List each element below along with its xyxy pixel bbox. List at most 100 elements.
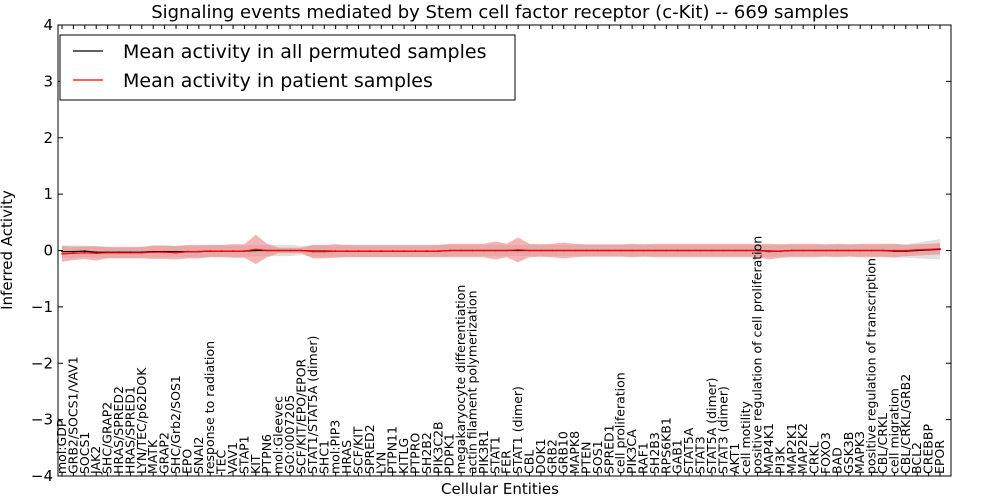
point-series-2 [369,250,371,252]
x-tick-label: positive regulation of cell proliferatio… [750,236,765,474]
point-series-2 [676,249,679,252]
x-tick-label: LYN/TEC/p62DOK [134,367,149,474]
point-series-1 [84,250,86,252]
x-tick-label: PTEN [579,442,594,474]
x-tick-label: SH2B3 [647,432,662,474]
x-tick-label: DOK1 [533,438,548,474]
point-series-2 [129,252,132,254]
x-tick-label: cell motility [738,400,753,474]
point-series-2 [403,250,405,252]
x-tick-label: PTPN11 [385,426,400,474]
x-tick-label: LYN [373,452,388,474]
point-series-2 [585,249,588,252]
legend-label-patient: Mean activity in patient samples [123,70,433,92]
x-tick-label: FER [499,450,514,474]
x-tick-label: VAV1 [225,442,240,474]
x-tick-label: CBL [522,450,537,474]
x-tick-label: FOXO3 [818,432,833,474]
point-series-2 [334,250,337,252]
point-series-2 [357,250,360,252]
y-tick-label: −2 [31,354,53,372]
legend-label-permuted: Mean activity in all permuted samples [123,41,486,63]
band-series-2 [62,234,940,264]
point-series-2 [528,249,531,252]
point-series-2 [505,249,508,252]
point-series-2 [186,250,189,253]
x-tick-label: megakaryocyte differentiation [453,285,468,474]
point-series-2 [300,249,303,252]
point-series-2 [711,249,713,252]
point-series-2 [768,250,770,253]
line-series-2 [61,248,941,255]
x-tick-label: mol:PIP3 [328,420,343,474]
point-series-2 [802,249,804,252]
point-series-2 [152,251,154,253]
x-tick-label: SCF/KIT [350,426,365,474]
x-axis: mol:GDPGRB2/SOCS1/VAV1SOCS1JAK2SHC/GRAP2… [54,25,947,476]
point-series-2 [745,249,747,252]
point-series-2 [540,249,542,252]
point-series-2 [665,249,668,252]
x-tick-label: actin filament polymerization [464,290,479,474]
x-tick-label: TEC [214,449,229,475]
point-series-2 [654,249,656,252]
point-series-2 [608,249,611,252]
x-tick-label: JAK2 [88,446,103,475]
point-series-2 [483,249,485,252]
point-series-2 [380,250,383,252]
y-tick-label: 1 [43,185,53,203]
x-tick-label: GRB2/SOCS1/VAV1 [65,356,80,474]
point-series-1 [175,250,177,253]
x-tick-label: STAT1 [487,436,502,474]
point-series-2 [266,249,269,252]
x-tick-label: MAPK3 [852,431,867,474]
x-tick-label: KITLG [396,438,411,474]
point-series-2 [232,250,234,252]
point-series-2 [574,249,576,252]
x-tick-label: STAT5A [681,427,696,474]
x-tick-label: RPS6KB1 [658,417,673,474]
confidence-bands [62,234,940,264]
x-tick-label: PTPRO [407,433,422,474]
point-series-2 [734,249,736,252]
point-series-2 [106,252,109,254]
x-tick-label: SHC/Grb2/SOS1 [168,375,183,474]
point-series-2 [312,250,314,253]
x-axis-label: Cellular Entities [441,480,559,498]
x-tick-label: GRAP2 [157,432,172,474]
point-series-2 [562,249,565,252]
x-tick-label: MAP2K1 [784,423,799,474]
point-series-2 [448,249,451,252]
point-series-2 [756,249,759,252]
point-series-2 [118,252,120,254]
point-series-2 [905,249,907,252]
x-tick-label: CREBBP [921,424,936,474]
point-series-2 [813,249,816,252]
x-tick-label: SOS1 [590,440,605,474]
x-tick-label: cell proliferation [613,372,628,474]
point-series-2 [939,248,941,250]
x-tick-label: CRKL [807,441,822,474]
x-tick-label: MATK [145,439,160,474]
x-tick-label: STAT1 (dimer) [510,386,525,474]
x-tick-label: response to radiation [202,341,217,474]
point-series-2 [391,250,394,252]
y-tick-label: 3 [43,72,53,90]
point-series-2 [95,252,97,255]
point-series-2 [220,250,223,252]
series-lines [61,248,941,255]
point-series-2 [198,250,200,253]
x-tick-label: HRAS [339,440,354,474]
point-series-2 [163,251,166,253]
x-tick-label: STAP1 [236,435,251,474]
point-series-2 [141,252,143,254]
point-series-2 [72,252,75,255]
x-tick-label: HRAS/SPRED1 [122,386,137,474]
point-series-2 [346,250,348,252]
x-tick-label: PDPK1 [442,433,457,474]
point-series-2 [882,249,884,252]
x-tick-label: STAT3 [693,436,708,474]
x-tick-label: PTPN6 [259,434,274,474]
x-tick-label: GO:0007205 [282,395,297,474]
point-series-2 [460,249,462,252]
